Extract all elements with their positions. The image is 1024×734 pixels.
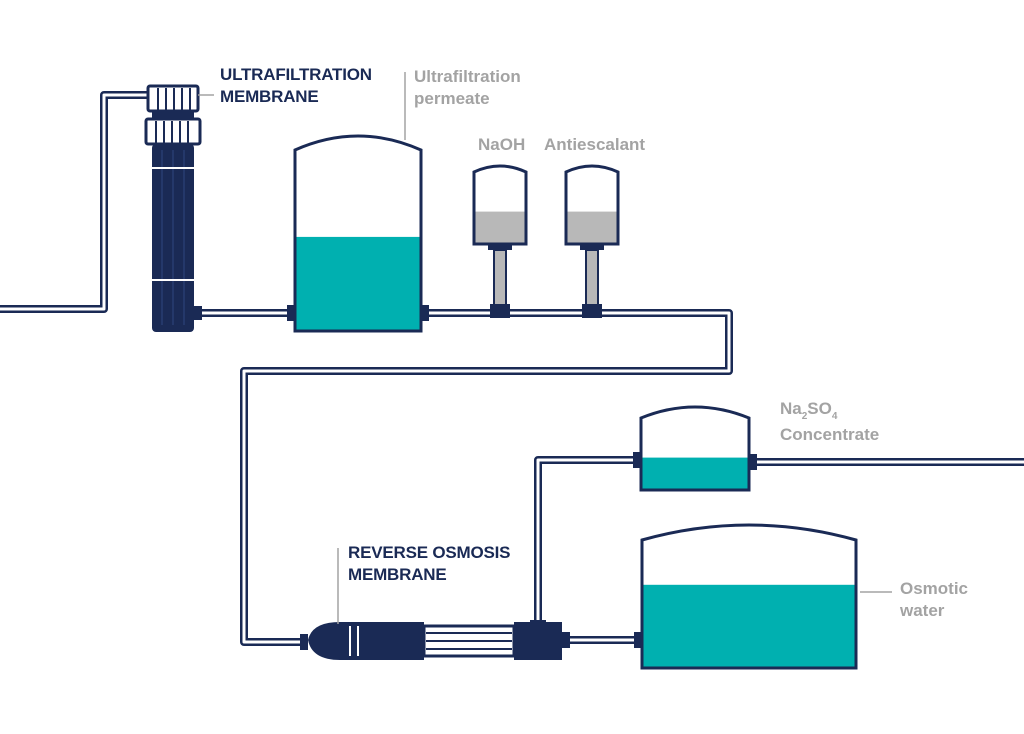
pipes: [0, 91, 1024, 646]
leader-lines: [198, 72, 892, 624]
uf-permeate-label: Ultrafiltration permeate: [414, 66, 521, 110]
ro-membrane-label-line2: MEMBRANE: [348, 565, 447, 584]
osmotic-water-label: Osmotic water: [900, 578, 968, 622]
osmotic-water-tank: [634, 523, 858, 670]
reverse-osmosis-membrane: [300, 620, 570, 660]
osmotic-water-label-line2: water: [900, 601, 945, 620]
na2so4-sub2: 4: [831, 411, 838, 422]
antiescalant-dosing-tank: [564, 164, 620, 318]
concentrate-label: Concentrate: [780, 425, 880, 444]
ro-membrane-label: REVERSE OSMOSIS MEMBRANE: [348, 542, 511, 586]
uf-membrane-label-line1: ULTRAFILTRATION: [220, 65, 372, 84]
uf-permeate-water: [295, 236, 421, 331]
uf-membrane-label: ULTRAFILTRATION MEMBRANE: [220, 64, 372, 108]
na2so4-part2: SO: [807, 399, 832, 418]
na2so4-label: Na2SO4: [780, 398, 837, 423]
uf-permeate-label-line2: permeate: [414, 89, 490, 108]
concentrate-tank: [633, 405, 757, 492]
ro-membrane-label-line1: REVERSE OSMOSIS: [348, 543, 511, 562]
concentrate-level: [641, 457, 749, 490]
naoh-label: NaOH: [478, 135, 526, 154]
uf-permeate-tank: [287, 134, 429, 333]
naoh-dosing-tank: [472, 164, 528, 318]
ultrafiltration-membrane: [144, 84, 202, 332]
uf-membrane-label-line2: MEMBRANE: [220, 87, 319, 106]
na2so4-part1: Na: [780, 399, 802, 418]
concentrate-pipe: [534, 456, 640, 628]
osmotic-water-label-line1: Osmotic: [900, 579, 969, 598]
inlet-pipe: [0, 91, 148, 313]
antiescalant-label: Antiescalant: [544, 135, 646, 154]
na2so4-sub1: 2: [801, 411, 808, 422]
osmotic-water-level: [642, 584, 856, 668]
uf-permeate-label-line1: Ultrafiltration: [414, 67, 521, 86]
antiescalant-level: [566, 211, 618, 244]
naoh-level: [474, 211, 526, 244]
